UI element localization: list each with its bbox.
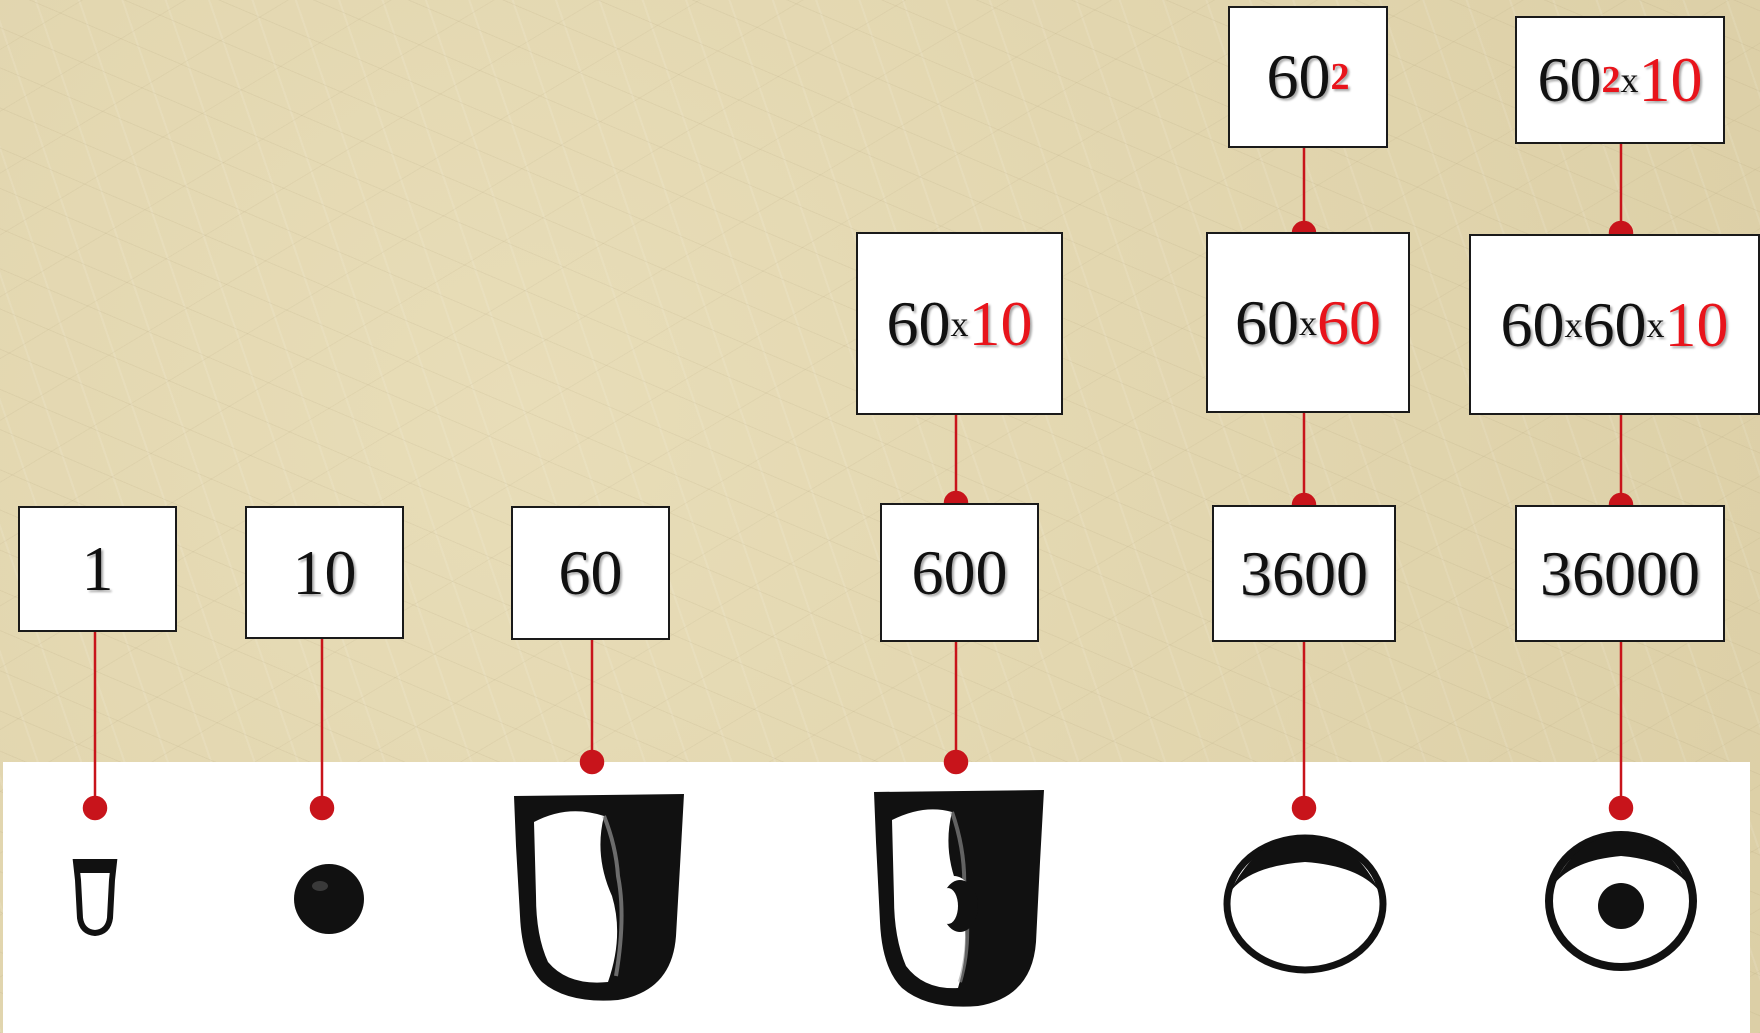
expr-600-a: 60 bbox=[886, 287, 951, 359]
connector-dot-3600 bbox=[1291, 795, 1317, 821]
value-600: 600 bbox=[911, 536, 1008, 608]
power-36000-x: x bbox=[1620, 60, 1639, 100]
value-3600: 3600 bbox=[1240, 537, 1368, 609]
value-box-60: 60 bbox=[511, 506, 670, 640]
connector-dot-60 bbox=[579, 749, 605, 775]
connector-dot-36000 bbox=[1608, 795, 1634, 821]
connector-dot-600 bbox=[943, 749, 969, 775]
expr-36000-c: 10 bbox=[1664, 288, 1729, 360]
expr-600-b: 10 bbox=[968, 287, 1033, 359]
value-box-36000: 36000 bbox=[1515, 505, 1725, 642]
expr-36000-b: 60 bbox=[1582, 288, 1647, 360]
connector-dot-10 bbox=[309, 795, 335, 821]
value-box-3600: 3600 bbox=[1212, 505, 1396, 642]
cuneiform-3600-icon bbox=[1223, 834, 1387, 974]
power-3600-exp: 2 bbox=[1330, 56, 1350, 98]
power-36000-exp: 2 bbox=[1601, 59, 1621, 101]
cuneiform-600-icon bbox=[874, 790, 1044, 1007]
value-10: 10 bbox=[292, 536, 357, 608]
expr-3600-b: 60 bbox=[1317, 286, 1381, 358]
value-box-600: 600 bbox=[880, 503, 1039, 642]
expr-36000-a: 60 bbox=[1500, 288, 1565, 360]
cuneiform-1-icon bbox=[72, 859, 118, 937]
power-3600-base: 60 bbox=[1266, 41, 1331, 112]
cuneiform-36000-icon bbox=[1545, 831, 1697, 971]
cuneiform-60-icon bbox=[514, 794, 684, 1001]
expr-3600-a: 60 bbox=[1235, 286, 1299, 358]
connector-dot-1 bbox=[82, 795, 108, 821]
expr-36000-x2: x bbox=[1646, 304, 1665, 345]
value-60: 60 bbox=[558, 537, 623, 608]
value-36000: 36000 bbox=[1540, 537, 1700, 609]
value-box-1: 1 bbox=[18, 506, 177, 632]
power-36000-factor: 10 bbox=[1638, 44, 1703, 115]
expr-3600-x: x bbox=[1299, 302, 1317, 343]
cuneiform-10-icon bbox=[294, 864, 364, 934]
expr-600-x: x bbox=[950, 303, 969, 344]
power-36000-base: 60 bbox=[1537, 44, 1602, 115]
value-box-10: 10 bbox=[245, 506, 404, 639]
value-1: 1 bbox=[81, 533, 114, 604]
expr-36000-x1: x bbox=[1564, 304, 1583, 345]
